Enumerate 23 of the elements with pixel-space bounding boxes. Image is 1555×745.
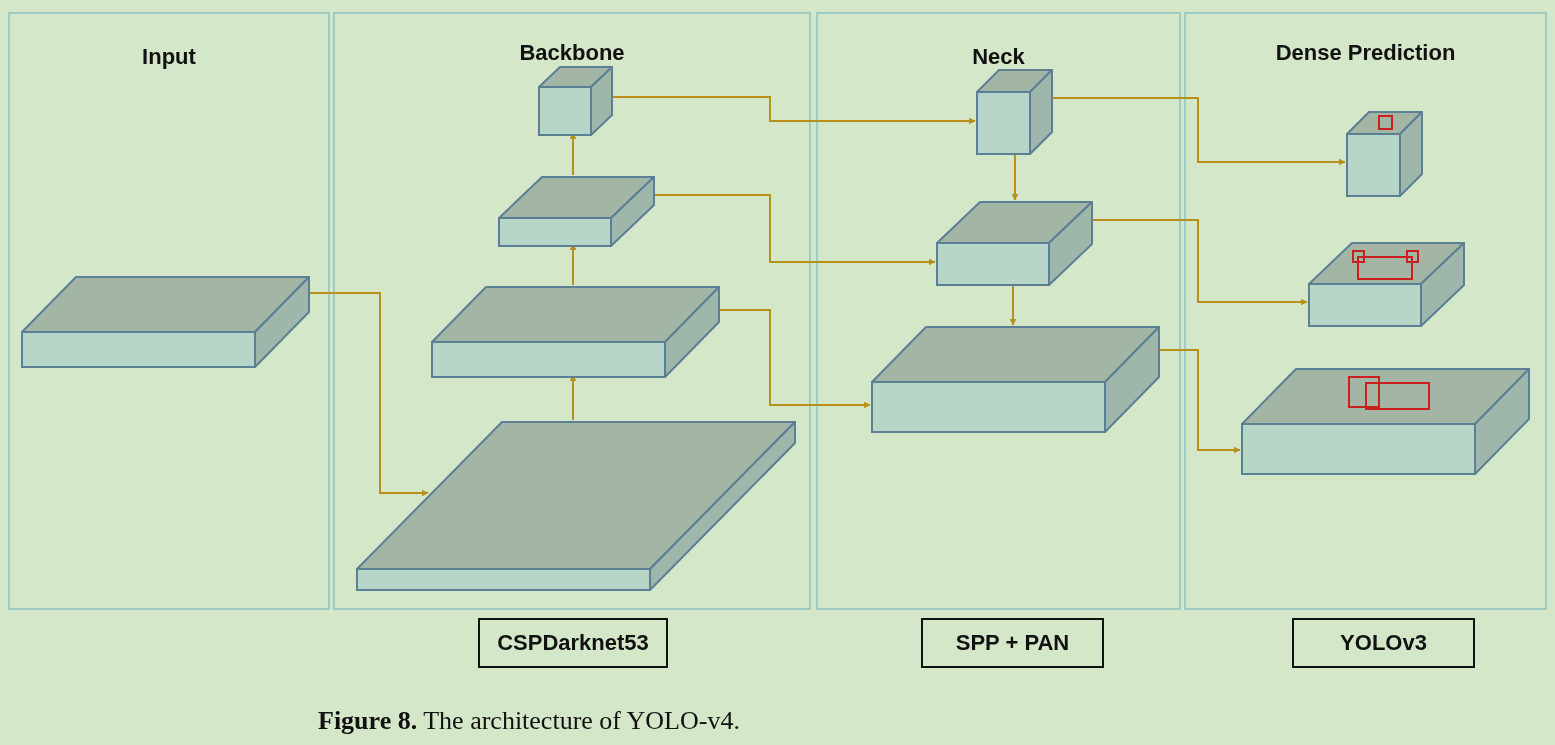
feature-map-block	[977, 70, 1052, 154]
feature-map-block	[499, 177, 654, 246]
feature-map-block	[1242, 369, 1529, 474]
feature-map-block	[1309, 243, 1464, 326]
stage-panel	[816, 12, 1181, 610]
panel-title: Dense Prediction	[1274, 40, 1457, 66]
stage-panel	[1184, 12, 1547, 610]
stage-panel	[8, 12, 330, 610]
module-label: SPP + PAN	[921, 618, 1104, 668]
feature-map-block	[937, 202, 1092, 285]
feature-map-block	[357, 422, 795, 590]
figure-caption: Figure 8. The architecture of YOLO-v4.	[318, 706, 740, 736]
module-label: CSPDarknet53	[478, 618, 668, 668]
feature-map-block	[1347, 112, 1422, 196]
feature-map-block	[22, 277, 309, 367]
stage-panel	[333, 12, 811, 610]
feature-map-block	[872, 327, 1159, 432]
feature-map-block	[539, 67, 612, 135]
panel-title: Neck	[971, 44, 1026, 70]
panel-title: Input	[141, 44, 197, 70]
feature-map-block	[432, 287, 719, 377]
panel-title: Backbone	[518, 40, 626, 66]
module-label: YOLOv3	[1292, 618, 1475, 668]
